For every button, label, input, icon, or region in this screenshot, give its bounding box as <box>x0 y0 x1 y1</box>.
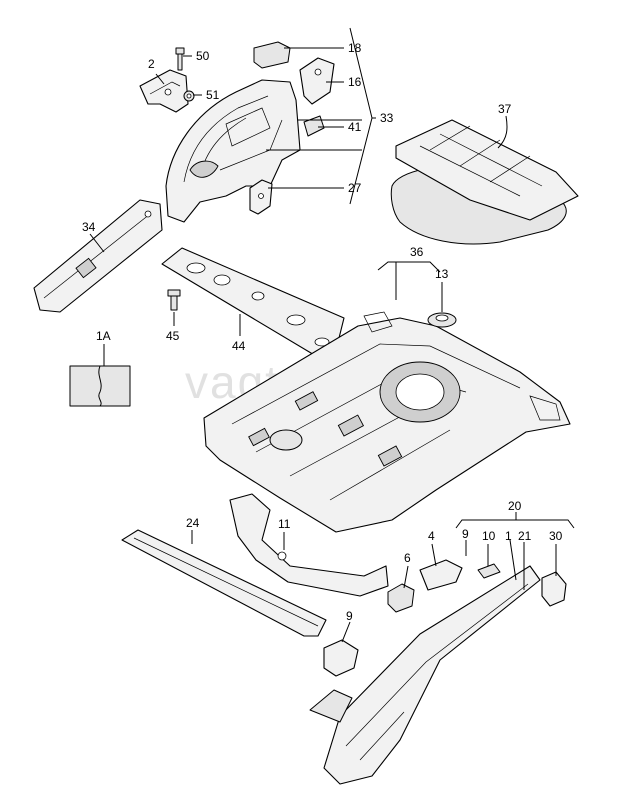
callout-33: 33 <box>380 111 394 125</box>
part-10-bracket[interactable] <box>477 563 501 579</box>
wheelhouse-panel[interactable] <box>165 79 301 223</box>
callout-11: 11 <box>278 517 291 531</box>
part-50-bolt[interactable] <box>175 47 185 71</box>
callout-16: 16 <box>348 75 362 89</box>
callout-18: 18 <box>348 41 362 55</box>
callout-9-lower: 9 <box>346 609 353 623</box>
callout-34: 34 <box>82 220 96 234</box>
callout-50: 50 <box>196 49 210 63</box>
part-27-bracket[interactable] <box>249 179 273 215</box>
part-9-bracket[interactable] <box>323 639 359 677</box>
callout-45: 45 <box>166 329 180 343</box>
part-30-bracket[interactable] <box>541 571 567 607</box>
callout-6: 6 <box>404 551 411 565</box>
part-13-grommet[interactable] <box>427 312 457 328</box>
part-18-bracket[interactable] <box>253 41 291 69</box>
callout-44: 44 <box>232 339 246 353</box>
callout-21: 21 <box>518 529 532 543</box>
callout-27: 27 <box>348 181 362 195</box>
callout-9-upper: 9 <box>462 527 469 541</box>
part-11-bracket[interactable] <box>229 493 389 597</box>
callout-37: 37 <box>498 102 512 116</box>
callout-36: 36 <box>410 245 424 259</box>
callout-2: 2 <box>148 57 155 71</box>
callout-41: 41 <box>348 120 362 134</box>
callout-1A: 1A <box>96 329 111 343</box>
callout-4: 4 <box>428 529 435 543</box>
callout-30: 30 <box>549 529 563 543</box>
callout-13: 13 <box>435 267 449 281</box>
part-45-bolt[interactable] <box>167 289 181 311</box>
part-1-21-member[interactable] <box>309 565 541 785</box>
part-4-bracket[interactable] <box>419 559 463 591</box>
part-37-cover[interactable] <box>390 119 579 245</box>
part-51-nut[interactable] <box>183 90 195 102</box>
callout-20: 20 <box>508 499 522 513</box>
part-16-bracket[interactable] <box>299 57 335 105</box>
callout-24: 24 <box>186 516 200 530</box>
part-44-crossmember[interactable] <box>161 247 345 357</box>
callout-10: 10 <box>482 529 496 543</box>
part-1A-section <box>69 365 131 407</box>
leader-lines <box>89 27 575 643</box>
part-34-rail[interactable] <box>33 199 163 313</box>
part-24-sill[interactable] <box>121 529 327 637</box>
callout-labels: 2 50 51 18 16 41 33 27 37 34 36 13 45 44… <box>82 41 563 623</box>
part-36-floorpan[interactable] <box>203 311 571 533</box>
callout-51: 51 <box>206 88 220 102</box>
part-41-clip[interactable] <box>303 115 325 137</box>
part-6-bracket[interactable] <box>387 583 415 613</box>
callout-1: 1 <box>505 529 512 543</box>
part-2-bracket[interactable] <box>139 69 189 113</box>
